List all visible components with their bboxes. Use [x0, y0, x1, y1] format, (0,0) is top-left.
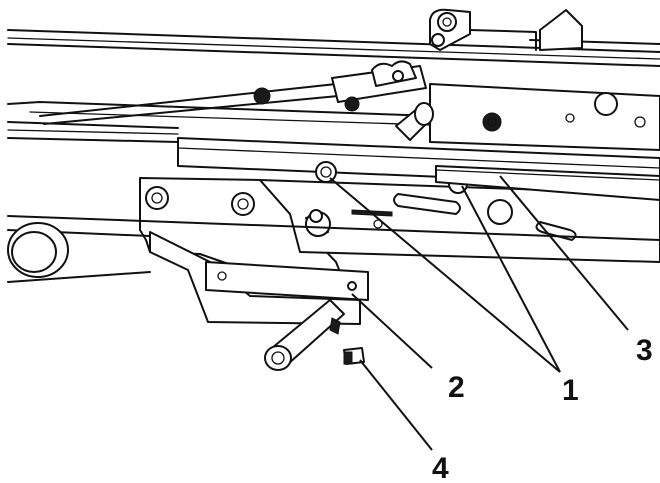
tie-rod: [39, 60, 427, 125]
callout-4: 4: [432, 452, 449, 483]
callout-3: 3: [636, 334, 653, 367]
stud: [305, 209, 331, 237]
upper-bracket: [429, 8, 583, 51]
spacer-plate: [435, 165, 660, 201]
callout-1: 1: [562, 374, 579, 407]
set-screw: [343, 347, 365, 365]
left-cylinder: [7, 215, 660, 283]
handle-pin: [264, 299, 345, 371]
leader-lines: [329, 175, 629, 451]
callout-2: 2: [448, 371, 465, 404]
upper-right-plate: [429, 83, 660, 151]
bolt-upper: [315, 161, 337, 183]
handle-plate: [205, 261, 369, 301]
mounting-plate: [139, 177, 660, 325]
clevis-pin: [395, 102, 434, 141]
